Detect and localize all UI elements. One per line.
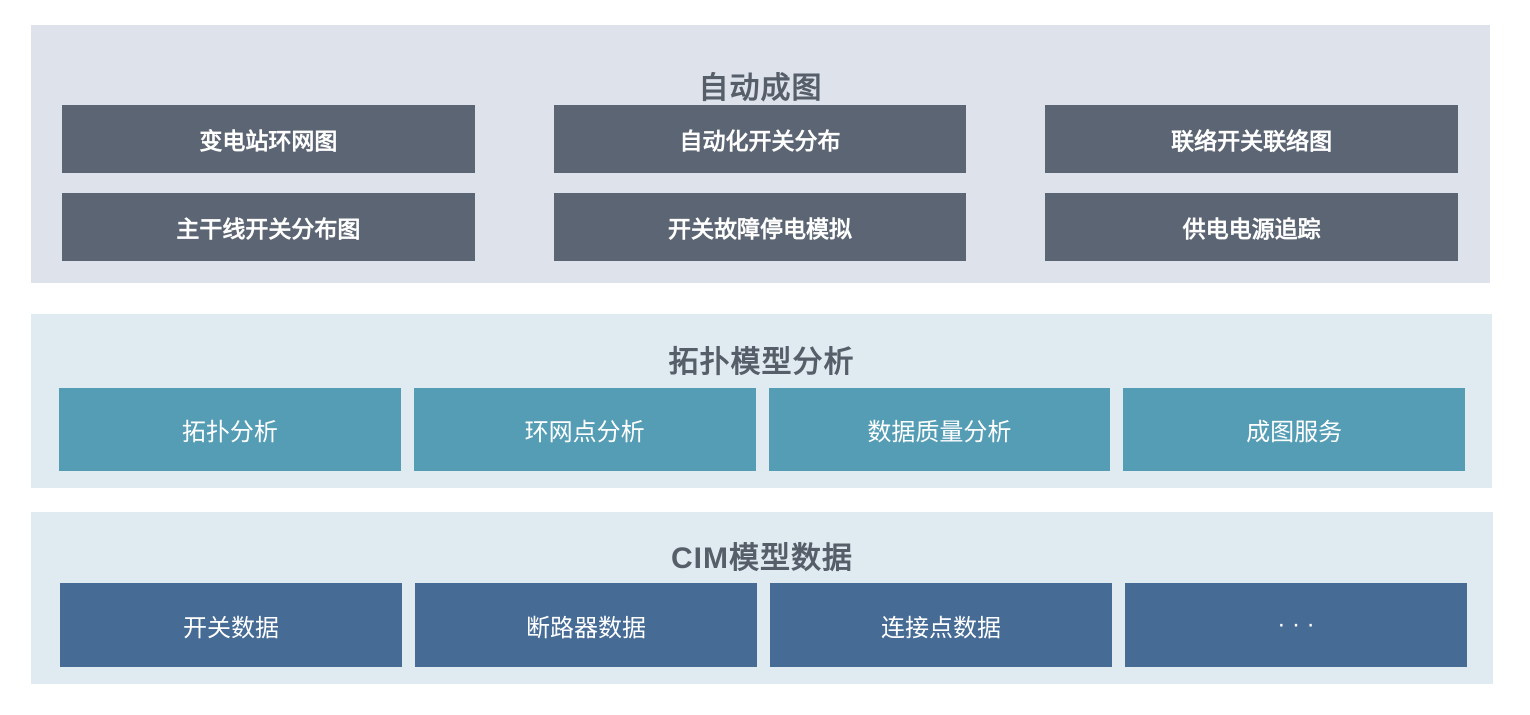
box-more-ellipsis: · · ·	[1125, 583, 1467, 667]
box-ring-network-point-analysis: 环网点分析	[413, 388, 756, 471]
box-power-source-tracing: 供电电源追踪	[1045, 193, 1458, 261]
box-tie-switch-connection-diagram: 联络开关联络图	[1045, 105, 1458, 173]
section-auto-diagram-generation: 自动成图 变电站环网图 自动化开关分布 联络开关联络图 主干线开关分布图 开关故…	[31, 25, 1490, 283]
box-switch-data: 开关数据	[60, 583, 402, 667]
box-substation-ring-network-diagram: 变电站环网图	[62, 105, 475, 173]
cim-box-grid: 开关数据 断路器数据 连接点数据 · · ·	[60, 583, 1467, 667]
auto-diagram-box-grid: 变电站环网图 自动化开关分布 联络开关联络图 主干线开关分布图 开关故障停电模拟…	[62, 105, 1458, 261]
box-breaker-data: 断路器数据	[415, 583, 757, 667]
section-title-topology-model-analysis: 拓扑模型分析	[668, 346, 855, 379]
box-topology-analysis: 拓扑分析	[59, 388, 401, 471]
section-title-auto-diagram-generation: 自动成图	[698, 72, 823, 105]
box-trunk-line-switch-distribution-diagram: 主干线开关分布图	[62, 193, 475, 261]
box-data-quality-analysis: 数据质量分析	[768, 388, 1111, 471]
box-switch-fault-outage-simulation: 开关故障停电模拟	[553, 193, 967, 261]
section-title-cim-model-data: CIM模型数据	[671, 542, 853, 575]
box-connection-point-data: 连接点数据	[770, 583, 1112, 667]
section-topology-model-analysis: 拓扑模型分析 拓扑分析 环网点分析 数据质量分析 成图服务	[31, 314, 1492, 488]
topology-box-grid: 拓扑分析 环网点分析 数据质量分析 成图服务	[59, 388, 1465, 471]
box-automated-switch-distribution: 自动化开关分布	[553, 105, 967, 173]
section-cim-model-data: CIM模型数据 开关数据 断路器数据 连接点数据 · · ·	[31, 512, 1493, 684]
box-diagram-generation-service: 成图服务	[1123, 388, 1465, 471]
